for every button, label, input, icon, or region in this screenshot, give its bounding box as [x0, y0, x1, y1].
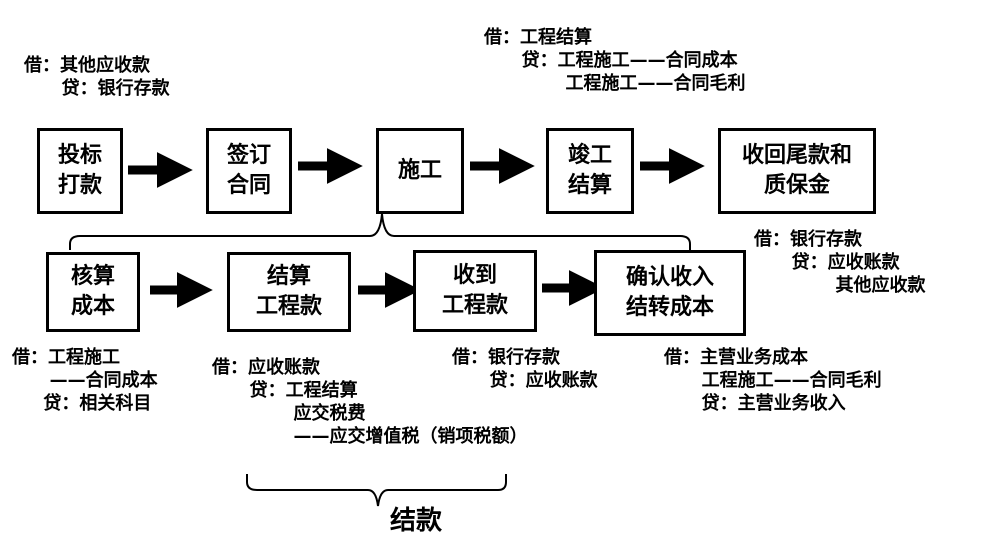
entry-cost: 借：工程施工 ——合同成本 贷：相关科目 [12, 347, 158, 414]
step-settle-payment: 结算 工程款 [227, 252, 351, 332]
step-recognize-revenue: 确认收入 结转成本 [594, 250, 746, 336]
settlement-label: 结款 [390, 506, 443, 536]
step-receive-payment: 收到 工程款 [413, 250, 537, 332]
step-completion-settlement: 竣工 结算 [546, 128, 634, 214]
step-cost-accounting: 核算 成本 [46, 252, 140, 332]
step-bid-payment: 投标 打款 [37, 128, 123, 214]
construction-brace [69, 213, 691, 250]
entry-settle: 借：应收账款 贷：工程结算 应交税费 ——应交增值税（销项税额） [212, 357, 528, 447]
entry-recognize: 借：主营业务成本 工程施工——合同毛利 贷：主营业务收入 [664, 347, 882, 414]
step-sign-contract: 签订 合同 [206, 128, 292, 214]
entry-collect: 借：银行存款 贷：应收账款 其他应收款 [754, 229, 926, 296]
step-construction: 施工 [376, 128, 464, 214]
settlement-brace [246, 474, 507, 507]
entry-bid: 借：其他应收款 贷：银行存款 [24, 55, 170, 99]
entry-completion: 借：工程结算 贷：工程施工——合同成本 工程施工——合同毛利 [484, 27, 746, 94]
entry-receive: 借：银行存款 贷：应收账款 [452, 347, 598, 391]
step-collect-retention: 收回尾款和 质保金 [718, 128, 876, 214]
